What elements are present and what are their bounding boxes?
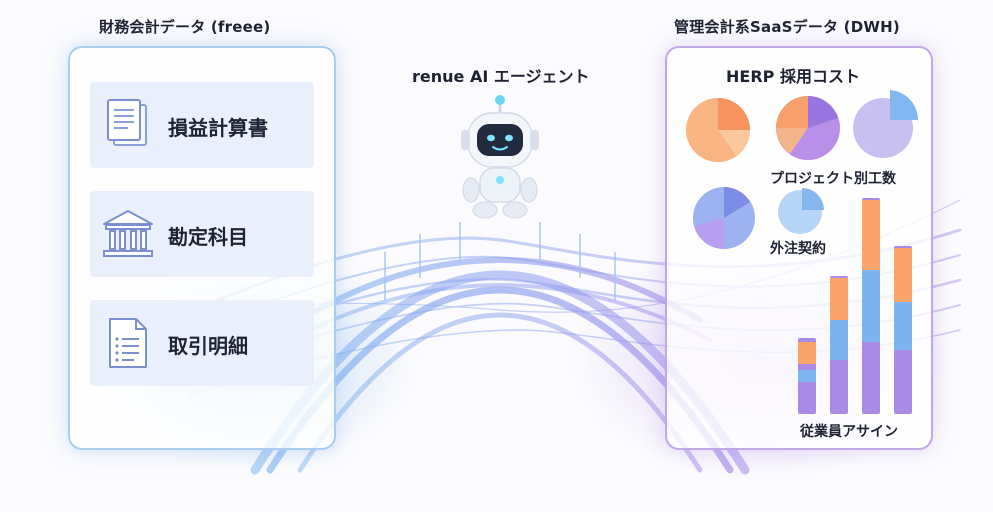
card-transaction-details: 取引明細 [90, 300, 314, 386]
list-document-icon [100, 315, 156, 371]
card-account-titles: 勘定科目 [90, 191, 314, 277]
stacked-bar-chart [798, 198, 912, 414]
pie-chart-5 [778, 188, 824, 234]
agent-title: renue AI エージェント [412, 63, 590, 87]
outsourcing-label: 外注契約 [770, 238, 826, 258]
pie-chart-1 [686, 98, 750, 162]
account-titles-label: 勘定科目 [168, 221, 248, 250]
robot-icon [455, 92, 545, 222]
document-stack-icon [100, 97, 156, 153]
bank-building-icon [100, 206, 156, 262]
card-income-statement: 損益計算書 [90, 82, 314, 168]
financial-data-panel: 損益計算書 勘定科目 [68, 46, 336, 450]
pie-chart-2 [776, 96, 840, 160]
left-panel-title: 財務会計データ (freee) [99, 16, 270, 37]
income-statement-label: 損益計算書 [168, 112, 268, 141]
right-panel-title: 管理会計系SaaSデータ (DWH) [674, 16, 900, 37]
project-hours-label: プロジェクト別工数 [770, 168, 896, 188]
transaction-details-label: 取引明細 [168, 330, 248, 359]
pie-chart-3 [853, 90, 918, 158]
pie-chart-4 [693, 187, 755, 249]
assignment-label: 従業員アサイン [800, 421, 898, 441]
